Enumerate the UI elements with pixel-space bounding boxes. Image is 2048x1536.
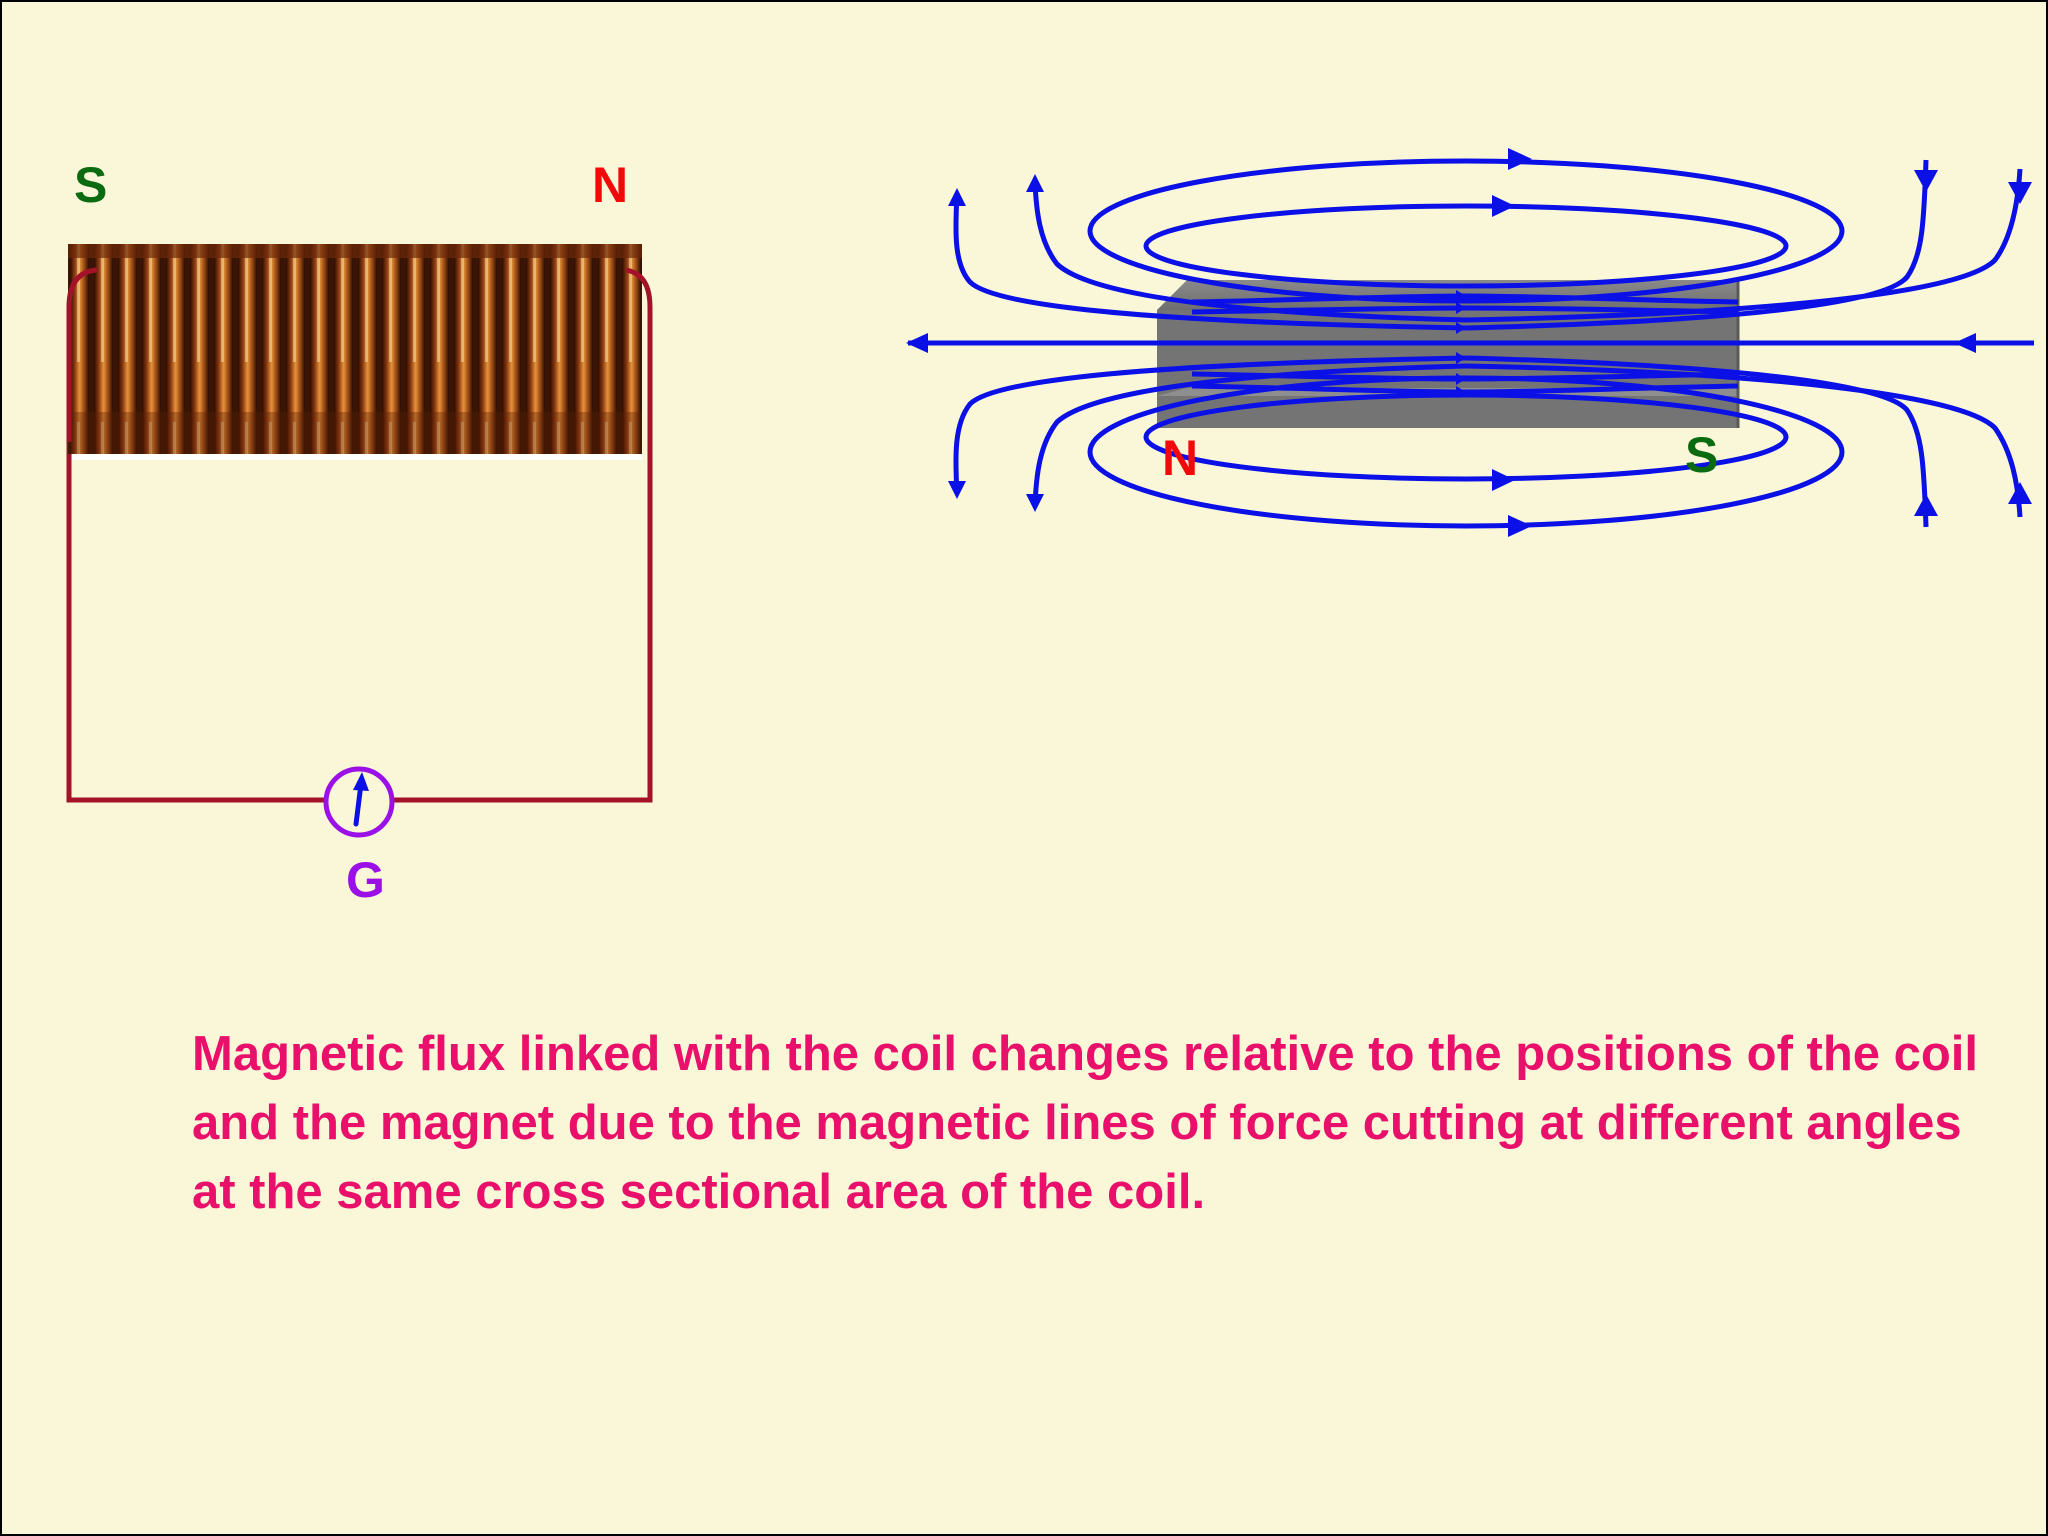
field-loop-bottom-inner (1143, 392, 1789, 482)
arrow-center-left (906, 333, 928, 353)
arrow-left-up-1 (948, 188, 966, 206)
coil-lead-left (66, 267, 98, 442)
arrow-loop-bottom-inner (1492, 469, 1515, 491)
caption-text: Magnetic flux linked with the coil chang… (192, 1027, 1979, 1219)
arrow-right-down-2 (2008, 182, 2032, 204)
field-loop-top-outer (1087, 158, 1845, 304)
field-line-left-lower-1 (953, 355, 1467, 495)
field-loop-top-inner (1143, 203, 1789, 289)
field-line-left-lower-2 (1032, 363, 1467, 508)
arrow-right-up-2 (2008, 482, 2032, 504)
circuit-wire (66, 442, 653, 803)
arrow-loop-top-outer (1508, 148, 1532, 170)
field-line-left-upper-2 (1032, 179, 1467, 323)
arrow-loop-bottom-outer (1508, 515, 1532, 537)
magnet-south-label: S (1685, 427, 1718, 483)
coil-north-label: N (592, 157, 628, 213)
field-line-left-upper-1 (953, 193, 1467, 331)
arrow-right-down-1 (1914, 170, 1938, 192)
magnetic-field-lines (908, 158, 2034, 529)
arrow-right-up-1 (1914, 494, 1938, 516)
field-line-right-upper-2 (1465, 168, 2023, 323)
arrow-center-right (1954, 333, 1976, 353)
magnet-north-label: N (1162, 430, 1198, 486)
arrow-left-down-2 (1026, 494, 1044, 512)
galvanometer-needle (353, 781, 364, 827)
galvanometer (323, 766, 395, 838)
field-arrows (906, 148, 2032, 537)
galvanometer-label: G (346, 852, 385, 908)
coil-south-label: S (74, 157, 107, 213)
coil-winding (68, 244, 642, 454)
arrow-left-up-2 (1026, 174, 1044, 192)
coil-lead-right (625, 267, 653, 442)
arrow-left-down-1 (948, 481, 966, 499)
coil-circuit: S N G (66, 157, 653, 908)
field-line-right-lower-2 (1465, 363, 2023, 518)
arrow-loop-top-inner (1492, 195, 1515, 217)
